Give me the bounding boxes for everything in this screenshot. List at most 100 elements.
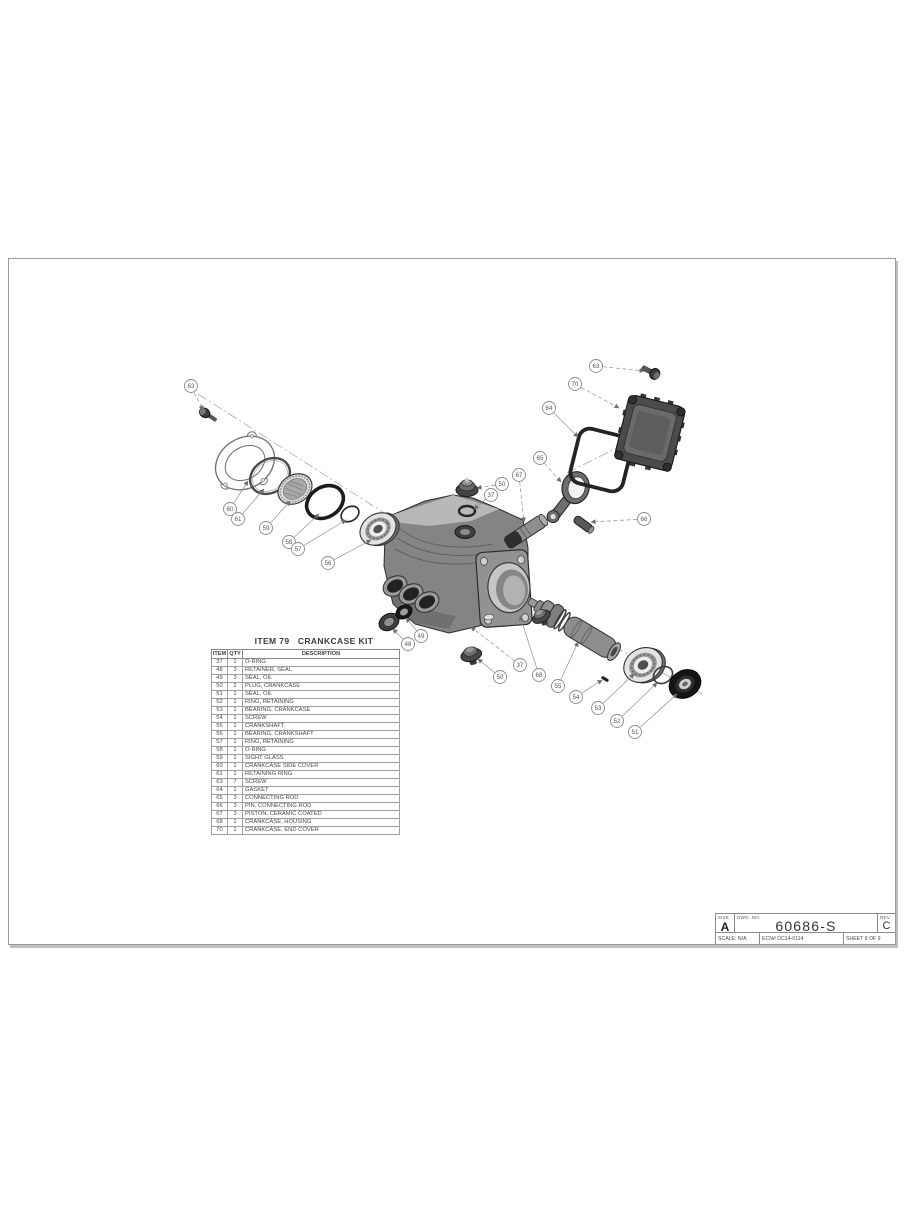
- item-cell: 52: [211, 698, 228, 707]
- size-cell: SIZE A: [715, 913, 734, 934]
- balloon-number: 37: [517, 662, 524, 669]
- description-cell: SEAL, OIL: [242, 690, 400, 699]
- balloon-leader-line: [477, 658, 495, 673]
- balloon-leader-line: [476, 484, 496, 490]
- balloon-circle-64: [542, 401, 556, 415]
- qty-cell: 1: [227, 770, 243, 779]
- balloon-number: 50: [497, 674, 504, 681]
- qty-cell: 1: [227, 818, 243, 827]
- sheet-cell: SHEET 9 OF 9: [843, 932, 895, 944]
- description-cell: RING, RETAINING: [242, 738, 400, 747]
- balloon-number: 37: [488, 492, 495, 499]
- balloon-leader-line: [293, 513, 320, 538]
- balloon-circle-63: [184, 379, 198, 393]
- balloon-leader-line: [639, 693, 678, 728]
- qty-cell: 2: [227, 682, 243, 691]
- balloon-circle-53: [591, 701, 605, 715]
- balloon-leader-line: [334, 539, 372, 561]
- item-cell: 37: [211, 658, 228, 667]
- balloon-leader-line: [590, 519, 638, 525]
- plug-crankcase-top-part: [455, 479, 479, 497]
- description-cell: O-RING: [242, 658, 400, 667]
- balloon-leader-line: [544, 463, 562, 483]
- balloon-circle-49: [414, 629, 428, 643]
- item-cell: 54: [211, 714, 228, 723]
- item-cell: 66: [211, 802, 228, 811]
- description-cell: SCREW: [242, 714, 400, 723]
- balloon-number: 52: [614, 718, 621, 725]
- screw-part-top-left: [198, 407, 217, 422]
- retaining-ring-52-part: [652, 665, 674, 685]
- item-cell: 56: [211, 730, 228, 739]
- balloon-circle-67: [512, 468, 526, 482]
- item-cell: 55: [211, 722, 228, 731]
- qty-cell: 3: [227, 802, 243, 811]
- bearing-crankcase-part: [623, 647, 666, 684]
- item-cell: 68: [211, 818, 228, 827]
- size-label: SIZE: [718, 915, 730, 920]
- balloon-circle-70: [568, 377, 582, 391]
- balloon-leader-line: [519, 481, 527, 523]
- description-cell: BEARING, CRANKCASE: [242, 706, 400, 715]
- balloon-circle-51: [628, 725, 642, 739]
- description-cell: CRANKCASE SIDE COVER: [242, 762, 400, 771]
- end-cover-part: [614, 393, 686, 472]
- description-cell: PIN, CONNECTING ROD: [242, 802, 400, 811]
- balloon-number: 61: [235, 516, 242, 523]
- item-cell: 49: [211, 674, 228, 683]
- balloon-number: 56: [325, 560, 332, 567]
- qty-cell: 3: [227, 674, 243, 683]
- description-cell: BEARING, CRANKSHAFT: [242, 730, 400, 739]
- item-cell: 48: [211, 666, 228, 675]
- dwg-no-label: DWG. NO.: [737, 915, 761, 920]
- description-cell: PLUG, CRANKCASE: [242, 682, 400, 691]
- qty-cell: 1: [227, 714, 243, 723]
- dwg-no-cell: DWG. NO. 60686-S: [734, 913, 877, 934]
- description-cell: PISTON, CERAMIC COATED: [242, 810, 400, 819]
- crankshaft-part: [527, 597, 621, 662]
- balloon-circle-48: [401, 637, 415, 651]
- description-cell: CONNECTING ROD: [242, 794, 400, 803]
- description-cell: SIGHT GLASS: [242, 754, 400, 763]
- balloon-leader-line: [553, 412, 579, 438]
- qty-cell: 1: [227, 690, 243, 699]
- balloon-leader-line: [303, 519, 347, 546]
- rev-cell: REV. C: [877, 913, 895, 932]
- balloon-circle-37: [484, 488, 498, 502]
- balloon-circle-52: [610, 714, 624, 728]
- balloon-leader-line: [602, 673, 635, 704]
- oil-seal-49-part: [395, 604, 413, 620]
- balloon-number: 54: [573, 694, 580, 701]
- balloon-number: 50: [499, 481, 506, 488]
- description-cell: SEAL, OIL: [242, 674, 400, 683]
- balloon-leader-line: [233, 480, 249, 504]
- item-cell: 57: [211, 738, 228, 747]
- qty-cell: 1: [227, 730, 243, 739]
- item-cell: 51: [211, 690, 228, 699]
- description-cell: CRANKCASE, END COVER: [242, 826, 400, 835]
- balloon-leader-line: [405, 617, 417, 631]
- balloon-circle-37: [513, 658, 527, 672]
- description-cell: GASKET: [242, 786, 400, 795]
- item-cell: 59: [211, 754, 228, 763]
- plug-crankcase-bottom-part: [460, 646, 483, 666]
- item-cell: 70: [211, 826, 228, 835]
- balloon-leader-line: [581, 679, 603, 694]
- balloon-circle-68: [532, 668, 546, 682]
- crankcase-housing-part: [377, 494, 533, 634]
- balloon-number: 58: [286, 539, 293, 546]
- description-cell: RETAINER, SEAL: [242, 666, 400, 675]
